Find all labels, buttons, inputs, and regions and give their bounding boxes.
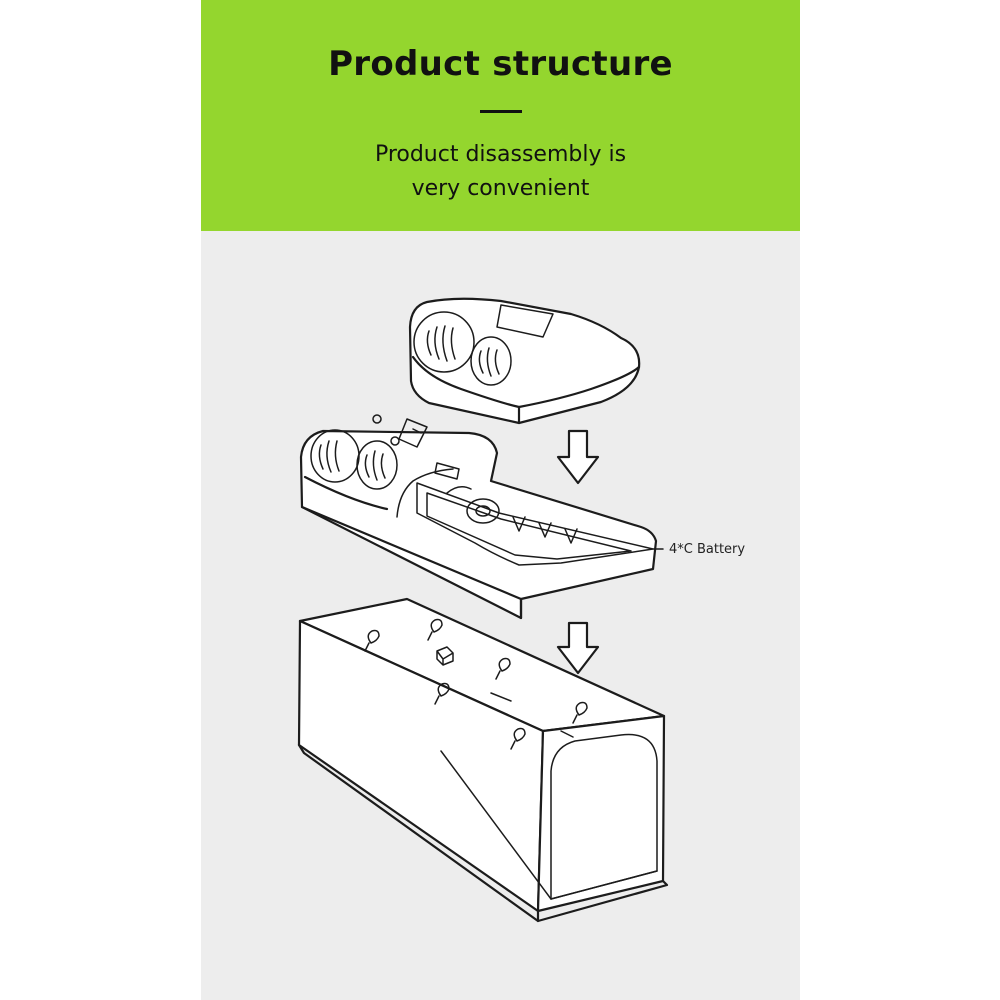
tunnel-entrance: [550, 733, 658, 900]
exploded-view-diagram: [297, 297, 669, 923]
unit-vent-right: [356, 440, 398, 490]
top-cover: [408, 297, 641, 425]
trap-cube-marker: [436, 646, 454, 666]
subtitle-line-2: very convenient: [411, 176, 590, 201]
top-cover-vent-right: [470, 336, 512, 386]
page-title: Product structure: [328, 44, 673, 84]
title-divider: [480, 110, 522, 113]
battery-tray: [416, 482, 654, 566]
product-infographic: Product structure Product disassembly is…: [201, 0, 800, 1000]
battery-label: 4*C Battery: [669, 542, 746, 557]
control-battery-unit: [299, 414, 658, 620]
battery-contact: [466, 498, 500, 524]
subtitle: Product disassembly is very convenient: [201, 138, 800, 206]
down-arrow-2: [556, 621, 600, 675]
trap-tunnel-body: [297, 597, 669, 923]
subtitle-line-1: Product disassembly is: [374, 142, 627, 167]
trap-mount-holes: [364, 618, 588, 750]
top-cover-display-window: [496, 304, 554, 338]
power-switch: [398, 418, 428, 448]
header-banner: Product structure Product disassembly is…: [201, 0, 800, 231]
down-arrow-1: [556, 429, 600, 485]
top-cover-vent-left: [413, 311, 475, 373]
